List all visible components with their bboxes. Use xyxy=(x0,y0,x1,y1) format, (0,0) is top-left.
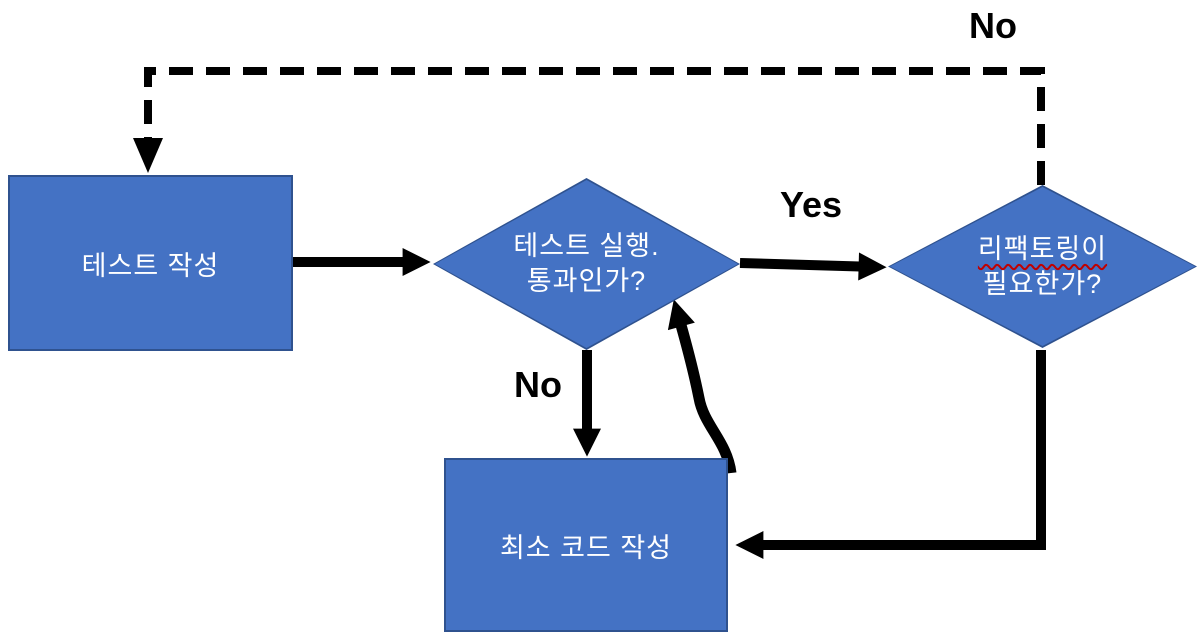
arrow-run-test-to-refactoring xyxy=(739,252,887,281)
arrow-refactoring-to-write-test-dashed xyxy=(144,67,1045,185)
node-label-min-code: 최소 코드 작성 xyxy=(499,532,673,563)
node-label-write-test: 테스트 작성 xyxy=(81,250,220,281)
arrow-min-code-to-run-test-curve xyxy=(667,299,737,474)
edge-label-yes: Yes xyxy=(779,184,843,225)
node-label-refactoring-line1-misspelled: 리팩토링이 xyxy=(977,233,1108,264)
arrow-refactoring-to-min-code xyxy=(735,350,1046,559)
edge-label-no-top: No xyxy=(969,5,1017,46)
process-node-write-test: 테스트 작성 xyxy=(8,175,293,351)
node-label-run-test-line1: 테스트 실행. xyxy=(513,231,660,261)
dashed-arrowhead xyxy=(133,138,163,173)
node-label-refactoring-line2: 필요한가? xyxy=(982,268,1103,299)
edge-label-no-bottom: No xyxy=(514,364,562,405)
process-node-min-code: 최소 코드 작성 xyxy=(444,458,728,632)
node-label-run-test-line2: 통과인가? xyxy=(526,266,647,296)
